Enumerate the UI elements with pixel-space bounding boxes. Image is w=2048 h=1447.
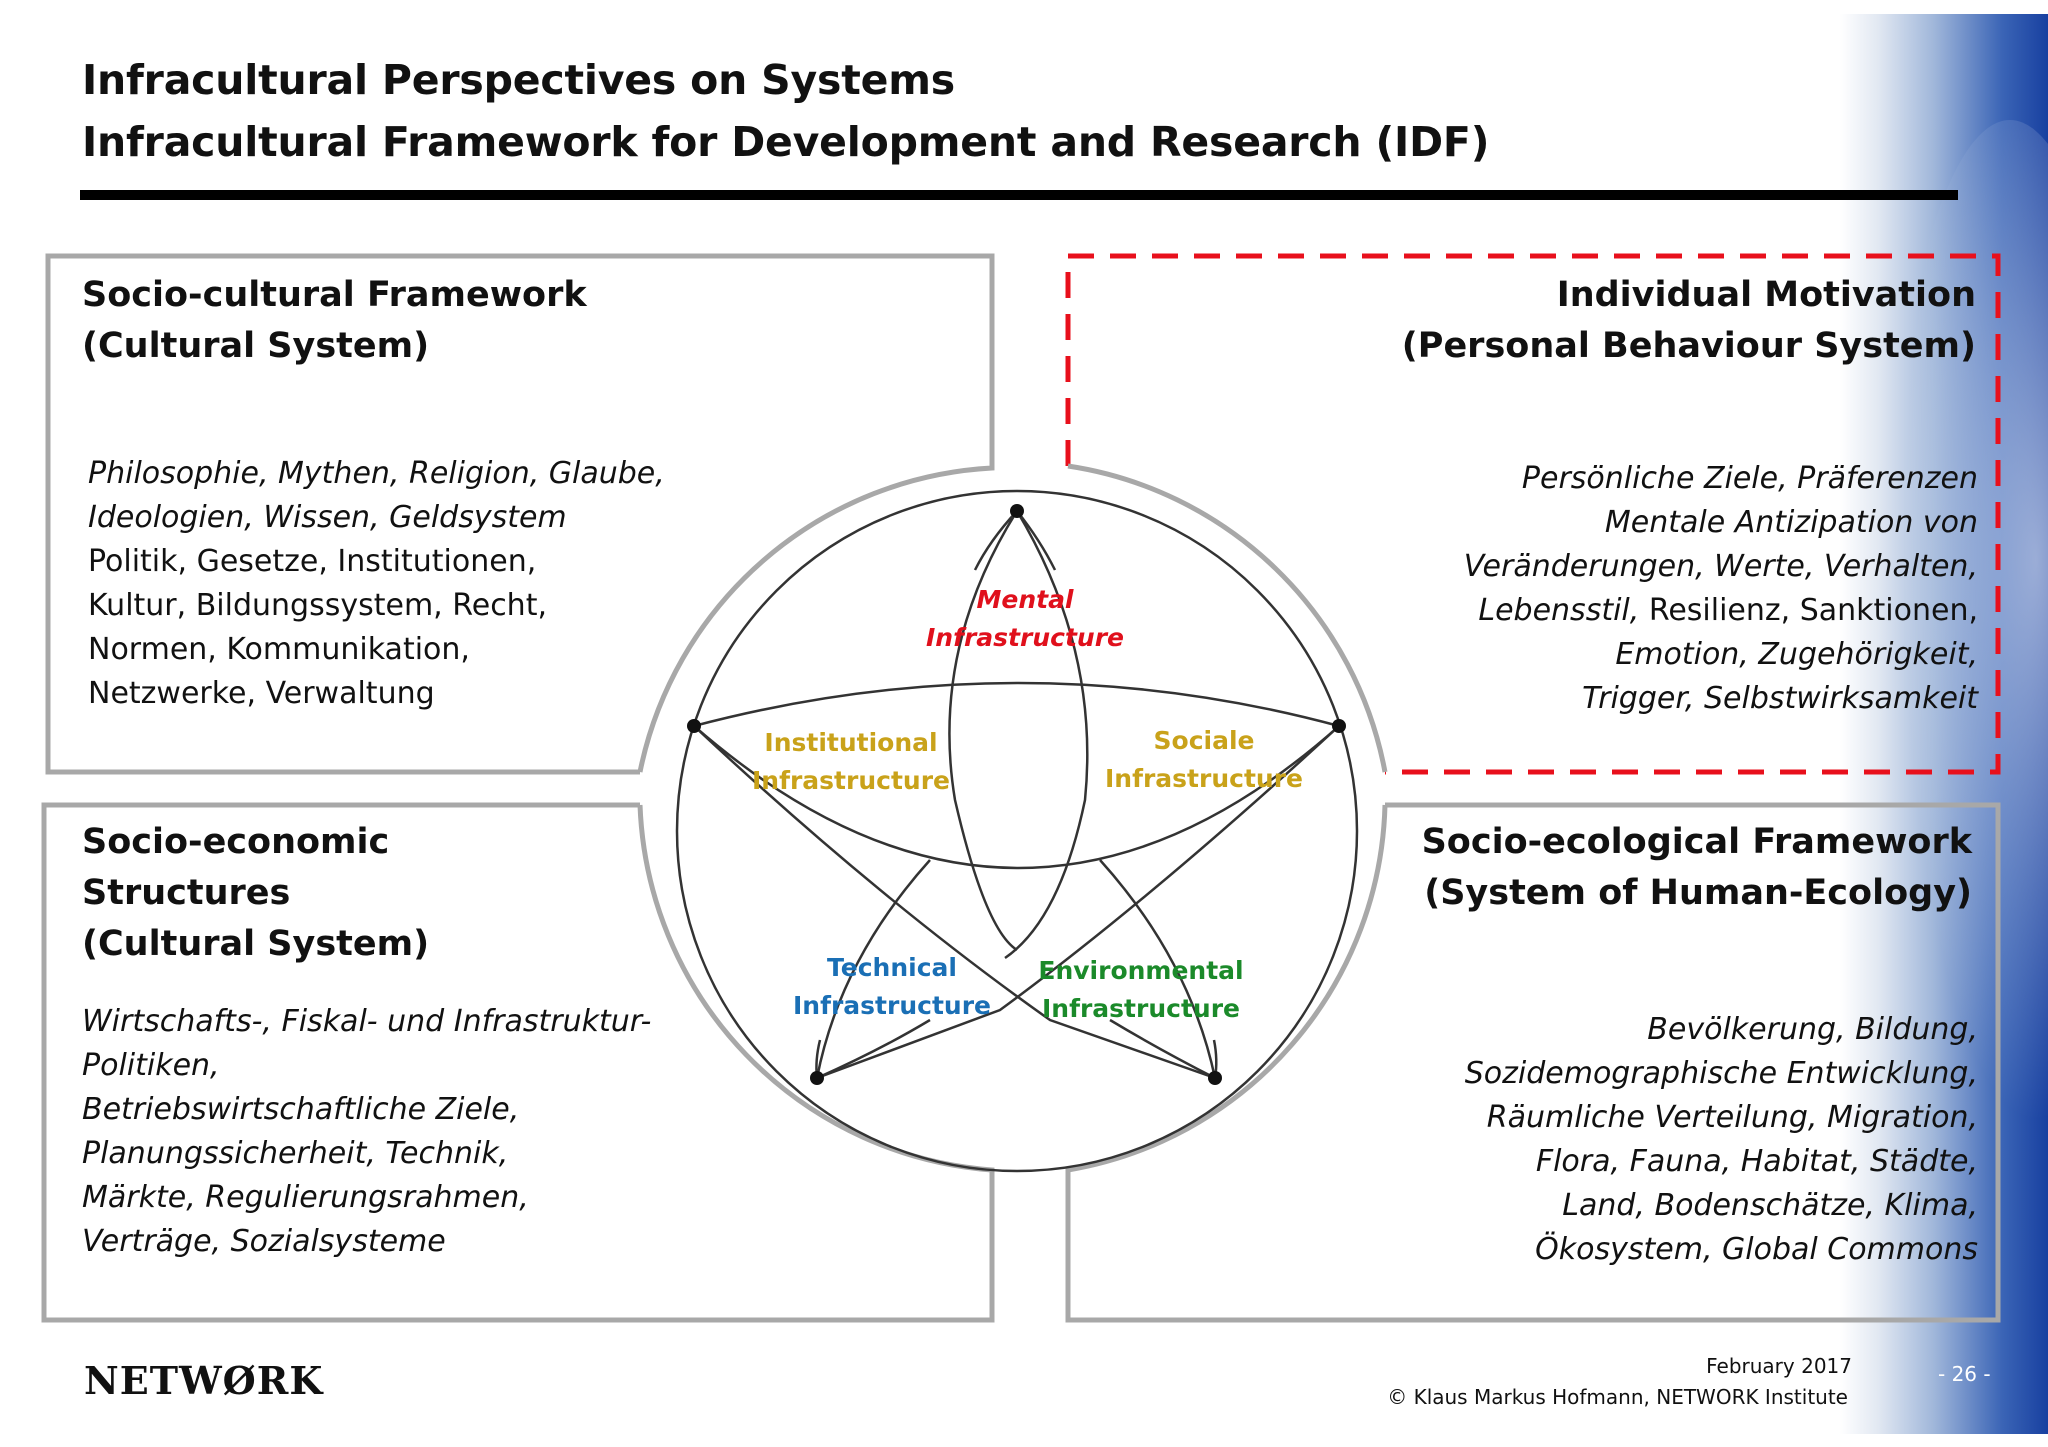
individual-motivation-line: Veränderungen, Werte, Verhalten, bbox=[1463, 549, 1978, 584]
individual-motivation-line: Mentale Antizipation von bbox=[1604, 505, 1978, 540]
socio-ecological-line: Ökosystem, Global Commons bbox=[1535, 1232, 1978, 1267]
label-sociale-1: Sociale bbox=[1154, 726, 1255, 755]
slide-title-line-2: Infracultural Framework for Development … bbox=[82, 118, 1490, 166]
connector-technical bbox=[815, 859, 931, 1079]
inner-circle bbox=[675, 489, 1359, 1173]
socio-ecological-line: Sozidemographische Entwicklung, bbox=[1464, 1056, 1978, 1091]
label-institutional-2: Infrastructure bbox=[752, 766, 950, 795]
socio-ecological-line: Flora, Fauna, Habitat, Städte, bbox=[1535, 1144, 1978, 1179]
connector-mental-right bbox=[1016, 510, 1057, 571]
diagonal-arc-left bbox=[816, 725, 1340, 1080]
socio-cultural-line: Philosophie, Mythen, Religion, Glaube, bbox=[88, 456, 665, 491]
individual-motivation-line: Persönliche Ziele, Präferenzen bbox=[1521, 461, 1978, 496]
socio-economic-line: Verträge, Sozialsysteme bbox=[82, 1224, 446, 1259]
horizontal-arc-upper bbox=[693, 681, 1340, 728]
frame-bottom-right bbox=[1065, 802, 2001, 1323]
frame-top-right-dashed bbox=[1065, 253, 2001, 775]
individual-motivation-line-plain: Resilienz, Sanktionen, bbox=[1639, 593, 1978, 628]
socio-cultural-line: Normen, Kommunikation, bbox=[88, 632, 470, 667]
socio-economic-line: Märkte, Regulierungsrahmen, bbox=[82, 1180, 529, 1215]
socio-economic-line: Planungssicherheit, Technik, bbox=[82, 1136, 509, 1171]
title-underline bbox=[80, 190, 1958, 200]
socio-ecological-line: Land, Bodenschätze, Klima, bbox=[1562, 1188, 1978, 1223]
label-mental-1: Mental bbox=[976, 585, 1073, 614]
frame-top-left bbox=[45, 253, 995, 775]
label-sociale-2: Infrastructure bbox=[1105, 764, 1303, 793]
footer-copyright: © Klaus Markus Hofmann, NETWORK Institut… bbox=[1387, 1385, 1848, 1409]
socio-cultural-line: Ideologien, Wissen, Geldsystem bbox=[88, 500, 567, 535]
label-environmental-2: Infrastructure bbox=[1042, 994, 1240, 1023]
individual-motivation-line: Lebensstil, Resilienz, Sanktionen, bbox=[1464, 589, 1978, 633]
socio-ecological-line: Räumliche Verteilung, Migration, bbox=[1486, 1100, 1978, 1135]
socio-cultural-line: Netzwerke, Verwaltung bbox=[88, 676, 435, 711]
socio-economic-line: Politiken, bbox=[82, 1048, 220, 1083]
label-environmental-1: Environmental bbox=[1038, 956, 1243, 985]
socio-cultural-line: Kultur, Bildungssystem, Recht, bbox=[88, 588, 547, 623]
label-technical-2: Infrastructure bbox=[793, 991, 991, 1020]
horizontal-arc-lower bbox=[693, 725, 1340, 870]
node-bottom-left bbox=[810, 1071, 824, 1085]
frame-top-right-arc bbox=[1067, 463, 1388, 773]
page-number: - 26 - bbox=[1938, 1362, 1991, 1386]
connector-environmental-base bbox=[1109, 1018, 1216, 1080]
individual-motivation-line-italic: Lebensstil, bbox=[1478, 593, 1640, 628]
socio-ecological-heading: Socio-ecological Framework (System of Hu… bbox=[1421, 822, 1972, 913]
label-institutional-1: Institutional bbox=[764, 728, 937, 757]
socio-economic-list: Wirtschafts-, Fiskal- und Infrastruktur-… bbox=[82, 1000, 651, 1264]
connector-mental-left bbox=[973, 510, 1018, 571]
slide-title-line-1: Infracultural Perspectives on Systems bbox=[82, 56, 955, 104]
individual-motivation-line: Emotion, Zugehörigkeit, bbox=[1615, 637, 1978, 672]
individual-motivation-line: Trigger, Selbstwirksamkeit bbox=[1582, 681, 1978, 716]
node-right bbox=[1332, 719, 1346, 733]
socio-economic-line: Wirtschafts-, Fiskal- und Infrastruktur- bbox=[82, 1004, 652, 1039]
mental-right-arc bbox=[1004, 510, 1089, 960]
label-technical-1: Technical bbox=[827, 953, 957, 982]
node-top bbox=[1010, 504, 1024, 518]
individual-motivation-heading: Individual Motivation (Personal Behaviou… bbox=[1401, 275, 1976, 366]
node-left bbox=[687, 719, 701, 733]
socio-cultural-heading: Socio-cultural Framework (Cultural Syste… bbox=[82, 275, 587, 366]
socio-ecological-list: Bevölkerung, Bildung, Sozidemographische… bbox=[1465, 1008, 1978, 1272]
label-mental-2: Infrastructure bbox=[926, 623, 1124, 652]
connector-environmental bbox=[1099, 859, 1217, 1079]
individual-motivation-list: Persönliche Ziele, Präferenzen Mentale A… bbox=[1464, 457, 1978, 721]
diagonal-arc-right bbox=[693, 725, 1216, 1080]
network-logo: NETWØRK bbox=[84, 1358, 324, 1403]
socio-ecological-line: Bevölkerung, Bildung, bbox=[1647, 1012, 1978, 1047]
socio-economic-line: Betriebswirtschaftliche Ziele, bbox=[82, 1092, 520, 1127]
footer-date: February 2017 bbox=[1706, 1354, 1852, 1378]
socio-cultural-line: Politik, Gesetze, Institutionen, bbox=[88, 544, 537, 579]
node-bottom-right bbox=[1208, 1071, 1222, 1085]
mental-left-arc bbox=[948, 510, 1019, 952]
socio-cultural-list: Philosophie, Mythen, Religion, Glaube, I… bbox=[88, 452, 665, 716]
socio-economic-heading: Socio-economic Structures (Cultural Syst… bbox=[82, 822, 430, 964]
connector-technical-base bbox=[816, 1018, 931, 1080]
